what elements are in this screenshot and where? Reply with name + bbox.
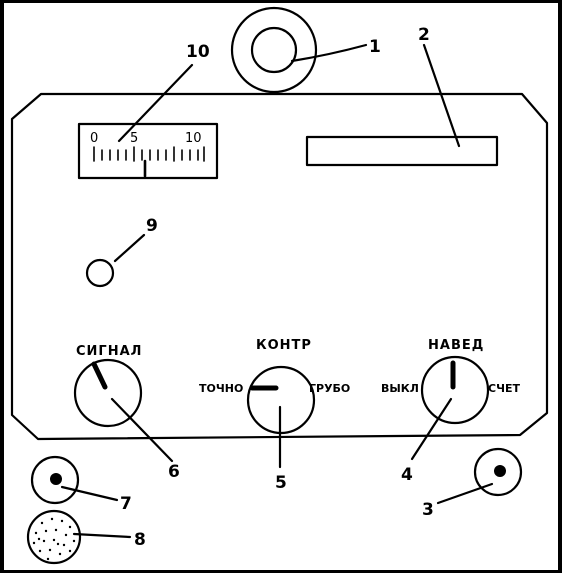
- signal-label: СИГНАЛ: [76, 344, 142, 359]
- meter-frame: [77, 122, 219, 180]
- socket-7-outer: [30, 455, 80, 505]
- naved-left-label: ВЫКЛ: [381, 382, 419, 395]
- naved-knob[interactable]: [420, 355, 490, 425]
- leader-2: [422, 43, 461, 148]
- signal-knob-pointer: [91, 361, 108, 390]
- callout-10: 10: [186, 42, 210, 62]
- leader-3: [436, 482, 494, 505]
- leader-9: [113, 233, 146, 263]
- indicator-lamp: [85, 258, 115, 288]
- speaker-grille-dots: [32, 517, 76, 561]
- callout-7: 7: [120, 494, 132, 514]
- socket-7-pin: [50, 473, 62, 485]
- naved-right-label: СЧЕТ: [488, 382, 520, 395]
- contr-label: КОНТР: [256, 338, 312, 353]
- contr-left-label: ТОЧНО: [199, 382, 243, 395]
- meter-scale-ticks: [93, 146, 205, 162]
- leader-1: [290, 43, 368, 63]
- leader-10: [117, 63, 194, 143]
- naved-label: НАВЕД: [428, 338, 484, 353]
- top-knob-outer[interactable]: [230, 6, 318, 94]
- socket-3-outer: [473, 447, 523, 497]
- callout-8: 8: [134, 530, 146, 550]
- panel-outline: [10, 92, 549, 441]
- meter-scale-5: 5: [130, 131, 138, 146]
- callout-9: 9: [146, 216, 158, 236]
- callout-3: 3: [422, 500, 434, 520]
- callout-4: 4: [401, 465, 413, 485]
- callout-5: 5: [275, 473, 287, 493]
- meter-scale-0: 0: [90, 131, 98, 146]
- top-knob-inner: [250, 26, 298, 74]
- leader-8: [72, 532, 132, 539]
- device-diagram: 0 5 10 СИГНАЛ КОНТР ТОЧНО ГРУБО НАВЕД ВЫ…: [10, 6, 549, 565]
- meter-scale-10: 10: [185, 131, 202, 146]
- leader-7: [60, 485, 119, 502]
- signal-knob[interactable]: [73, 358, 143, 428]
- socket-3-pin: [494, 465, 506, 477]
- speaker-grille: [26, 509, 82, 565]
- callout-1: 1: [369, 37, 381, 57]
- leader-4: [410, 397, 453, 461]
- contr-right-label: ГРУБО: [309, 382, 350, 395]
- callout-6: 6: [168, 462, 180, 482]
- display-window: [305, 135, 499, 167]
- leader-6: [110, 397, 174, 463]
- callout-2: 2: [418, 25, 430, 45]
